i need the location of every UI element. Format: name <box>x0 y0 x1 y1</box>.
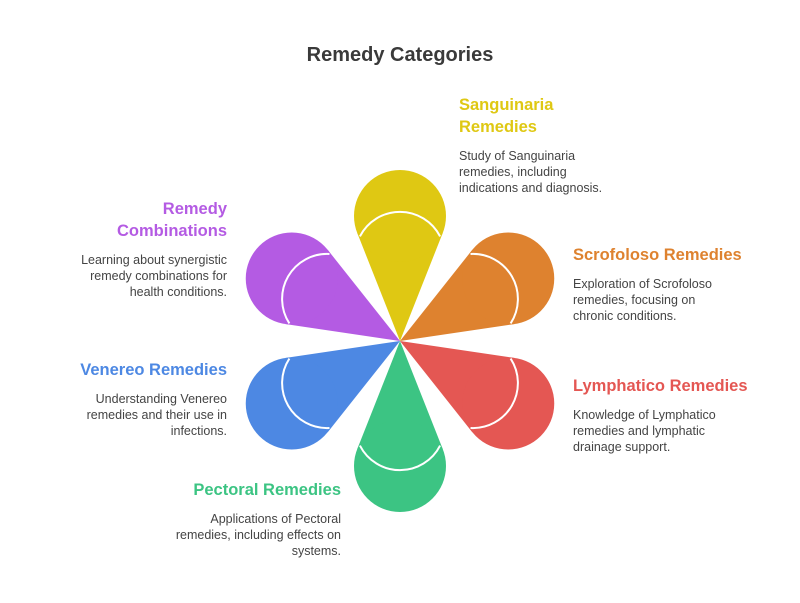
heading-line: Remedies <box>459 118 537 136</box>
petal-venereo <box>245 341 400 450</box>
description-sanguinaria: Study of Sanguinaria remedies, including… <box>459 149 603 195</box>
description-pectoral: Applications of Pectoral remedies, inclu… <box>175 512 341 558</box>
petal-pectoral <box>354 341 446 512</box>
description-scrofoloso: Exploration of Scrofoloso remedies, focu… <box>573 277 712 323</box>
description-combinations: Learning about synergistic remedy combin… <box>81 253 227 299</box>
petal-sanguinaria <box>354 170 446 341</box>
description-lymphatico: Knowledge of Lymphatico remedies and lym… <box>573 408 716 454</box>
petal-arc-venereo <box>281 358 330 430</box>
petal-circle-pectoral <box>354 420 446 512</box>
heading-line: Remedy <box>162 200 227 218</box>
diagram-title: Remedy Categories <box>306 44 494 66</box>
label-sanguinaria: Sanguinaria Remedies Study of Sanguinari… <box>459 94 659 196</box>
heading-lymphatico: Lymphatico Remedies <box>573 377 748 395</box>
petal-arc-sanguinaria <box>359 210 441 237</box>
label-combinations: Remedy Combinations Learning about syner… <box>27 198 227 300</box>
petal-circle-venereo <box>245 357 338 450</box>
petal-circle-lymphatico <box>462 357 555 450</box>
petal-lymphatico <box>400 341 555 450</box>
petal-combinations <box>245 232 400 341</box>
petal-circle-scrofoloso <box>462 232 555 325</box>
petal-arc-scrofoloso <box>470 252 519 324</box>
petal-arc-pectoral <box>359 445 441 472</box>
heading-pectoral: Pectoral Remedies <box>193 481 341 499</box>
label-pectoral: Pectoral Remedies Applications of Pector… <box>141 479 341 559</box>
petal-arc-lymphatico <box>470 358 519 430</box>
heading-venereo: Venereo Remedies <box>80 361 227 379</box>
heading-line: Combinations <box>117 222 227 240</box>
label-scrofoloso: Scrofoloso Remedies Exploration of Scrof… <box>573 244 773 324</box>
petal-circle-sanguinaria <box>354 170 446 262</box>
label-venereo: Venereo Remedies Understanding Venereo r… <box>27 359 227 439</box>
label-lymphatico: Lymphatico Remedies Knowledge of Lymphat… <box>573 375 773 455</box>
heading-sanguinaria: Sanguinaria Remedies <box>459 94 659 138</box>
heading-line: Sanguinaria <box>459 96 554 114</box>
petal-arc-combinations <box>281 252 330 324</box>
description-venereo: Understanding Venereo remedies and their… <box>86 392 227 438</box>
petal-circle-combinations <box>245 232 338 325</box>
petal-scrofoloso <box>400 232 555 341</box>
heading-combinations: Remedy Combinations <box>27 198 227 242</box>
heading-scrofoloso: Scrofoloso Remedies <box>573 246 742 264</box>
